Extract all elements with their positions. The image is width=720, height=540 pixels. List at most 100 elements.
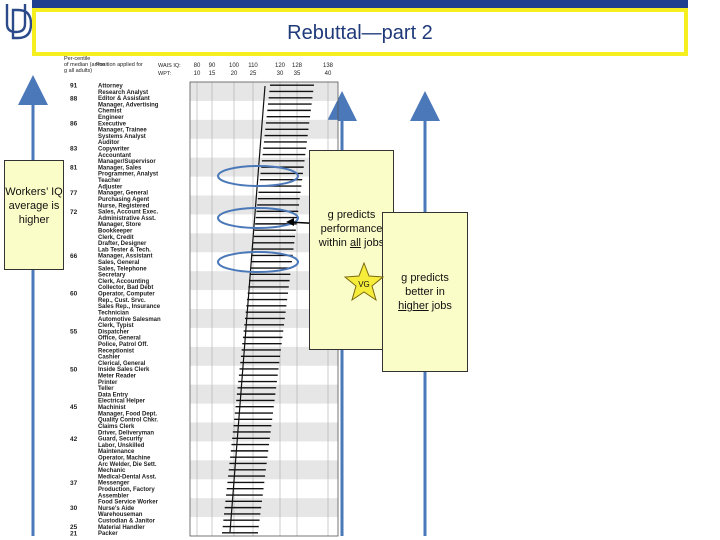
job-label: Guard, Security [98, 437, 143, 443]
pointer-arrow-head [286, 218, 294, 226]
job-label: Clerk, Credit [98, 235, 134, 241]
percentile-label: 88 [70, 95, 78, 102]
percentile-label: 81 [70, 165, 78, 172]
job-label: Manager/Supervisor [98, 159, 156, 165]
job-label: Inside Sales Clerk [98, 367, 150, 373]
band-shade [190, 498, 338, 518]
job-label: Accountant [98, 153, 131, 159]
job-label: Chemist [98, 109, 122, 115]
job-label: Executive [98, 121, 127, 127]
job-label: Assembler [98, 493, 129, 499]
job-label: Claims Clerk [98, 424, 135, 430]
job-label: Purchasing Agent [98, 197, 149, 203]
job-label: Secretary [98, 273, 126, 279]
note-within-line3: within all jobs [310, 236, 393, 250]
job-label: Custodian & Janitor [98, 519, 156, 525]
note-within-line3-b: jobs [360, 237, 385, 249]
job-label: Research Analyst [98, 90, 148, 96]
job-label: Cashier [98, 355, 121, 361]
wais-tick: 110 [248, 63, 258, 69]
job-label: Material Handler [98, 525, 145, 531]
job-label: Nurse, Registered [98, 203, 150, 209]
wpt-tick: 10 [194, 71, 201, 77]
note-within-line2: performance [320, 223, 383, 235]
job-label: Quality Control Chkr. [98, 418, 158, 424]
note-higher-line2: better in [405, 286, 445, 298]
job-label: Meter Reader [98, 374, 137, 380]
job-label: Clerk, Accounting [98, 279, 149, 285]
percentile-label: 86 [70, 120, 78, 127]
slide-title: Rebuttal—part 2 [287, 22, 433, 44]
note-workers-iq: Workers’ IQ average is higher [4, 160, 64, 270]
wais-tick: 90 [209, 63, 216, 69]
job-label: Police, Patrol Off. [98, 342, 148, 348]
job-label: Programmer, Analyst [98, 172, 158, 178]
job-label: Engineer [98, 115, 124, 121]
job-label: Lab Tester & Tech. [98, 247, 151, 253]
note-higher-line3: higher jobs [383, 299, 467, 313]
job-label: Nurse's Aide [98, 506, 135, 512]
percentile-label: 45 [70, 404, 78, 411]
job-label: Automotive Salesman [98, 317, 161, 323]
job-label: Clerk, Typist [98, 323, 134, 329]
job-label: Technician [98, 310, 129, 316]
wpt-tick: 20 [231, 71, 238, 77]
job-label: Manager, Trainee [98, 128, 147, 134]
note-within-line3-underline: all [349, 237, 361, 249]
job-label: Arc Welder, Die Sett. [98, 462, 157, 468]
job-label: Operator, Machine [98, 455, 151, 461]
job-label: Collector, Bad Debt [98, 285, 153, 291]
job-label: Clerical, General [98, 361, 146, 367]
wpt-label: WPT: [158, 71, 172, 77]
wais-tick: 128 [292, 63, 303, 69]
job-label: Editor & Assistant [98, 96, 150, 102]
wpt-tick: 25 [250, 71, 257, 77]
job-label: Bookkeeper [98, 228, 133, 234]
job-label: Copywriter [98, 147, 130, 153]
job-label: Mechanic [98, 468, 126, 474]
job-label: Maintenance [98, 449, 135, 455]
job-label: Driver, Deliveryman [98, 430, 154, 436]
vg-star-label: VG [358, 280, 370, 289]
highlight-ellipse-bottom [217, 251, 299, 273]
job-label: Production, Factory [98, 487, 155, 493]
percentile-label: 50 [70, 366, 78, 373]
wpt-tick: 35 [294, 71, 301, 77]
job-label: Messenger [98, 481, 130, 487]
job-label: Drafter, Designer [98, 241, 147, 247]
percentile-label: 60 [70, 291, 78, 298]
percentile-label: 77 [70, 190, 78, 197]
percentile-label: 83 [70, 146, 78, 153]
job-label: Dispatcher [98, 329, 130, 335]
col-header-position: Position applied for [96, 62, 143, 68]
col-header-percentile-2: of median (amon [64, 62, 105, 68]
job-label: Manager, Sales [98, 165, 142, 171]
highlight-ellipse-top [217, 165, 299, 187]
median-trend-line [229, 85, 266, 533]
job-label: Food Service Worker [98, 500, 159, 506]
note-higher-line1: g predicts [401, 272, 449, 284]
job-label: Manager, Store [98, 222, 142, 228]
job-label: Manager, Assistant [98, 254, 152, 260]
job-label: Machinist [98, 405, 126, 411]
note-within-line1: g predicts [327, 209, 376, 221]
wais-label: WAIS IQ: [158, 63, 181, 69]
job-label: Sales, Account Exec. [98, 210, 158, 216]
job-label: Teller [98, 386, 114, 392]
note-workers-text: Workers’ IQ average is higher [5, 186, 63, 226]
wais-tick: 120 [275, 63, 286, 69]
vg-star-icon: VG [344, 262, 384, 302]
percentile-label: 91 [70, 83, 78, 90]
job-label: Auditor [98, 140, 120, 146]
note-within-jobs: g predicts performance within all jobs [309, 150, 394, 350]
wais-tick: 138 [323, 63, 334, 69]
note-within-line3-a: within [318, 237, 350, 249]
percentile-label: 72 [70, 209, 78, 216]
col-header-percentile: Per-centile [64, 56, 90, 62]
percentile-label: 42 [70, 436, 78, 443]
job-label: Electrical Helper [98, 399, 146, 405]
percentile-label: 25 [70, 524, 78, 531]
percentile-label: 37 [70, 480, 78, 487]
highlight-ellipse-middle [217, 207, 299, 229]
